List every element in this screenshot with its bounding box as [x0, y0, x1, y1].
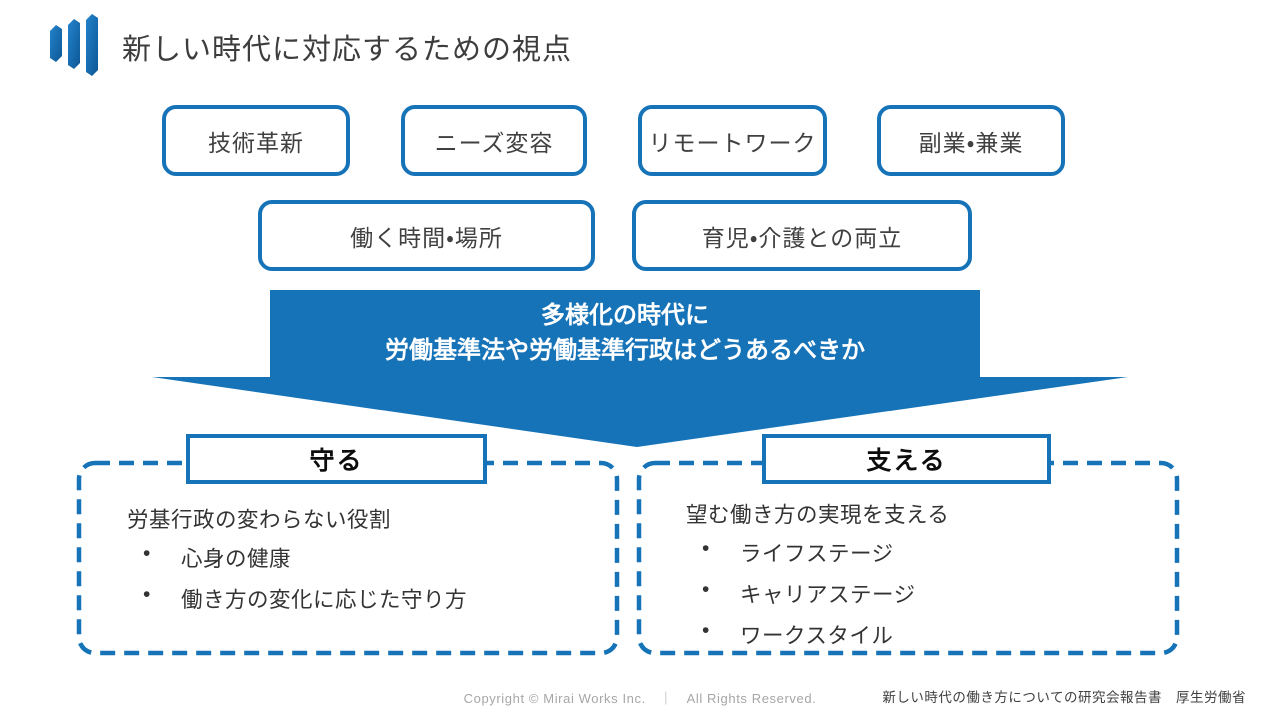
factor-box-remote-work: リモートワーク: [638, 105, 827, 176]
arrow-question: 多様化の時代に 労働基準法や労働基準行政はどうあるべきか: [270, 298, 980, 370]
down-arrow-shape: [152, 290, 1128, 447]
arrow-question-line2: 労働基準法や労働基準行政はどうあるべきか: [385, 337, 865, 364]
factor-label: 育児・介護との両立: [701, 224, 903, 251]
factor-label: 副業・兼業: [918, 129, 1024, 156]
protect-panel-bullets: 心身の健康 働き方の変化に応じた守り方: [127, 542, 597, 614]
support-panel-content: 望む働き方の実現を支える ライフステージ キャリアステージ ワークスタイル: [686, 498, 1156, 660]
mirai-works-logo-icon: [50, 14, 98, 76]
factor-box-tech-innovation: 技術革新: [162, 105, 350, 176]
support-panel-bullets: ライフステージ キャリアステージ ワークスタイル: [686, 537, 1156, 650]
factor-label: ニーズ変容: [434, 129, 554, 156]
factor-box-childcare-caregiving: 育児・介護との両立: [632, 200, 972, 271]
bullet-item: キャリアステージ: [686, 578, 1156, 609]
factor-label: リモートワーク: [648, 129, 817, 156]
support-panel-header: 支える: [762, 434, 1051, 484]
protect-panel-lead: 労基行政の変わらない役割: [127, 508, 392, 532]
arrow-question-line1: 多様化の時代に: [541, 302, 709, 330]
bullet-item: ワークスタイル: [686, 619, 1156, 650]
protect-panel-content: 労基行政の変わらない役割 心身の健康 働き方の変化に応じた守り方: [127, 503, 597, 624]
factor-label: 働く時間・場所: [350, 224, 503, 251]
support-panel-lead: 望む働き方の実現を支える: [686, 503, 950, 527]
protect-panel-title: 守る: [309, 447, 364, 475]
source-citation: 新しい時代の働き方についての研究会報告書 厚生労働省: [882, 690, 1246, 705]
bullet-item: ライフステージ: [686, 537, 1156, 568]
page-title: 新しい時代に対応するための視点: [122, 34, 573, 66]
factor-box-needs-change: ニーズ変容: [401, 105, 587, 176]
factor-label: 技術革新: [208, 129, 304, 156]
factor-box-side-jobs: 副業・兼業: [877, 105, 1065, 176]
protect-panel-header: 守る: [186, 434, 487, 484]
bullet-item: 働き方の変化に応じた守り方: [127, 583, 597, 614]
support-panel-title: 支える: [866, 447, 947, 475]
copyright-text: Copyright © Mirai Works Inc. ｜ All Right…: [463, 691, 817, 706]
factor-box-work-time-place: 働く時間・場所: [258, 200, 595, 271]
bullet-item: 心身の健康: [127, 542, 597, 573]
